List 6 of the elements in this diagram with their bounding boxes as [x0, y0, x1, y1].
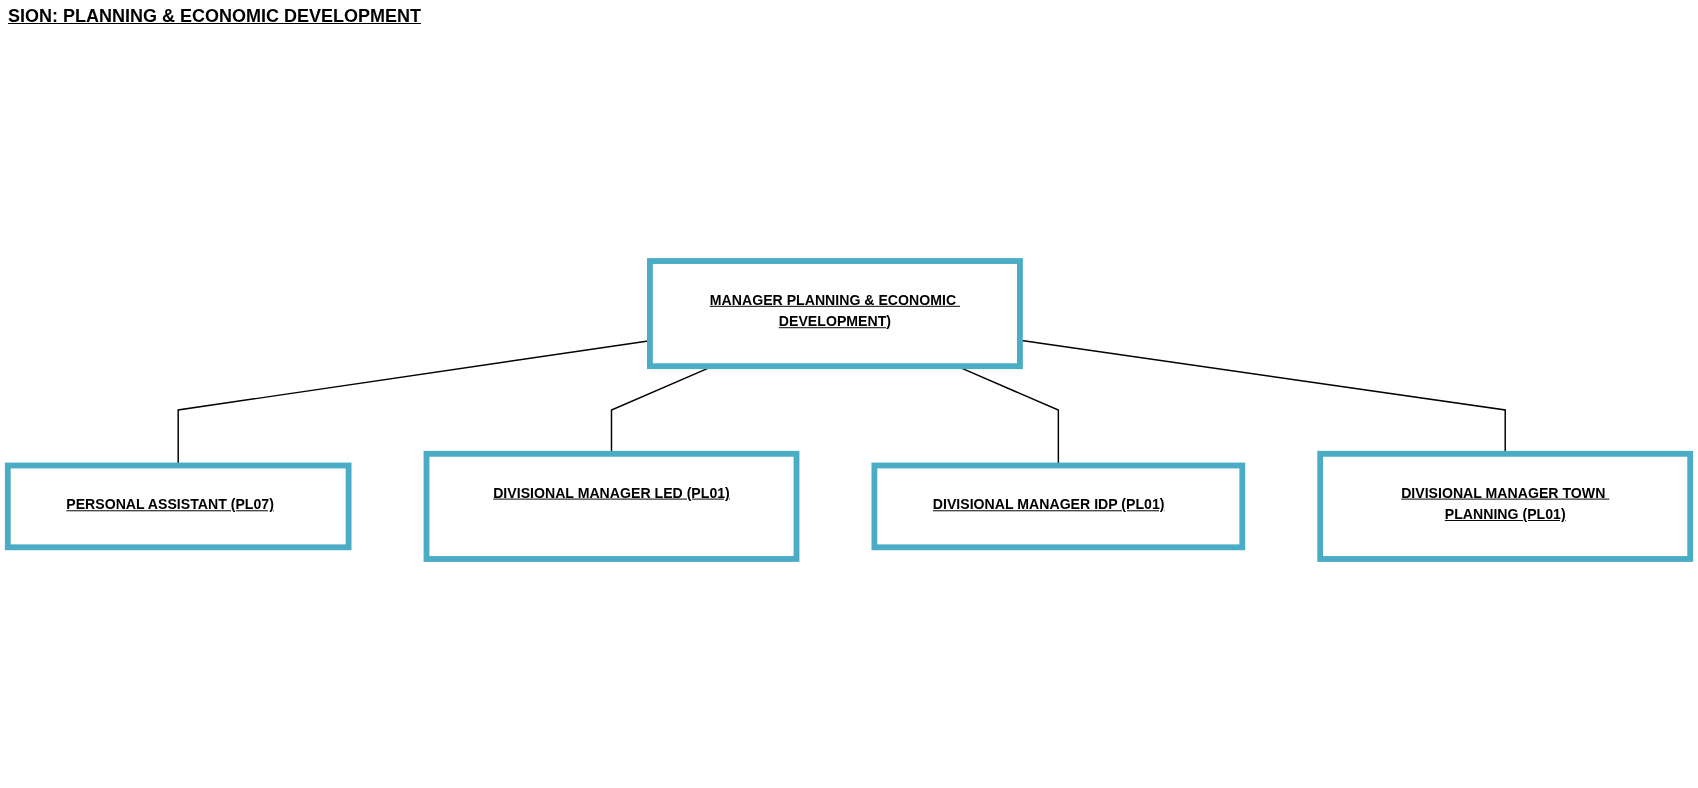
node-box: DIVISIONAL MANAGER LED (PL01) [423, 450, 800, 562]
title: SION: PLANNING & ECONOMIC DEVELOPMENT [8, 6, 421, 27]
node-box: MANAGER PLANNING & ECONOMIC DEVELOPMENT) [647, 258, 1023, 370]
node-box: DIVISIONAL MANAGER TOWN PLANNING (PL01) [1317, 450, 1694, 562]
node-box: DIVISIONAL MANAGER IDP (PL01) [871, 462, 1246, 551]
node-box: PERSONAL ASSISTANT (PL07) [4, 462, 352, 551]
